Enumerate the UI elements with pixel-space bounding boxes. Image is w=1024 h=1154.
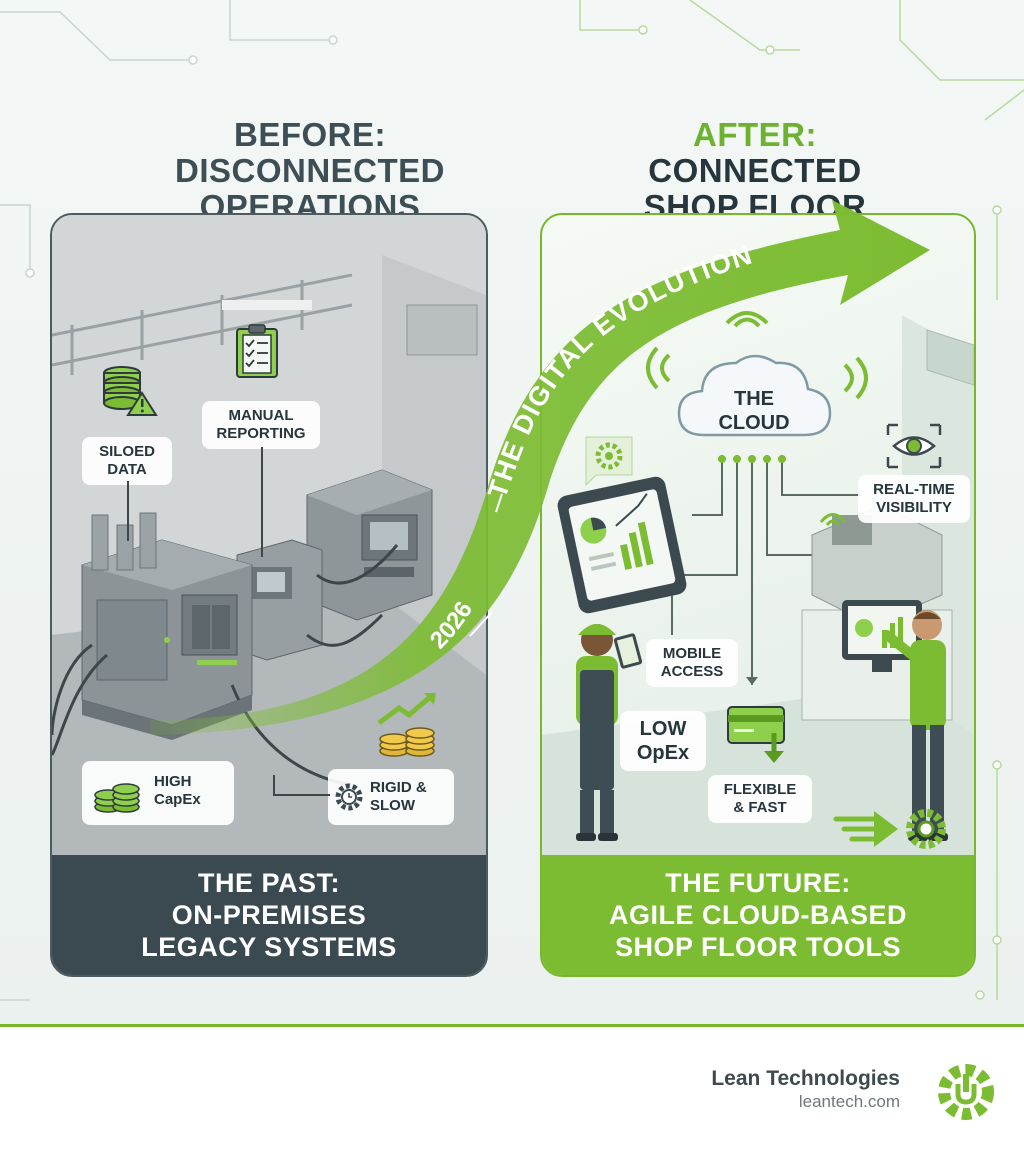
cloud-label-line1: THE xyxy=(734,388,774,410)
siloed-data-label: SILOED DATA xyxy=(82,437,172,485)
coins-growth-icon xyxy=(377,693,436,757)
flexible-line1: FLEXIBLE xyxy=(723,781,797,798)
after-kicker: AFTER: xyxy=(693,116,817,153)
gear-clock-icon xyxy=(335,783,363,811)
after-title-line1: CONNECTED xyxy=(648,152,862,189)
brand-logo-icon xyxy=(938,1064,994,1120)
future-footer-line3: SHOP FLOOR TOOLS xyxy=(614,932,902,962)
mobile-line2: ACCESS xyxy=(660,663,724,680)
high-capex-line1: HIGH xyxy=(154,773,192,790)
rigid-slow-card: RIGID & SLOW xyxy=(328,769,454,825)
gear-bubble-icon xyxy=(585,436,633,487)
realtime-line1: REAL-TIME xyxy=(873,481,955,498)
future-footer-line1: THE FUTURE: xyxy=(665,868,851,898)
footer-divider xyxy=(0,1024,1024,1027)
page-footer xyxy=(0,1027,1024,1154)
signal-left-icon xyxy=(646,346,671,390)
green-coins-icon xyxy=(94,783,140,813)
low-opex-label: LOW OpEx xyxy=(620,711,706,771)
past-footer-line2: ON-PREMISES xyxy=(171,900,367,930)
cloud-label: THE CLOUD xyxy=(692,387,816,435)
database-warning-icon xyxy=(103,366,158,416)
future-footer-line2: AGILE CLOUD-BASED xyxy=(609,900,907,930)
fast-gear-icon xyxy=(833,809,946,849)
flexible-line2: & FAST xyxy=(733,799,787,816)
rigid-slow-connector xyxy=(273,775,330,796)
mobile-access-label: MOBILE ACCESS xyxy=(646,639,738,687)
past-footer-line1: THE PAST: xyxy=(197,868,340,898)
manual-reporting-label: MANUAL REPORTING xyxy=(202,401,320,449)
future-panel: THE CLOUD REAL-TIME VISIBILITY MOBILE AC… xyxy=(540,213,976,977)
high-capex-text: HIGH CapEx xyxy=(154,773,201,809)
cloud-label-line2: CLOUD xyxy=(718,412,790,434)
past-panel: SILOED DATA MANUAL REPORTING xyxy=(50,213,488,977)
svg-text:THE DIGITAL EVOLUTION: THE DIGITAL EVOLUTION xyxy=(482,239,756,501)
wifi-icon xyxy=(725,311,769,328)
credit-card-down-icon xyxy=(727,706,785,763)
low-opex-line1: LOW xyxy=(639,718,687,740)
brand-name: Lean Technologies xyxy=(711,1067,900,1090)
manual-reporting-connector xyxy=(261,447,263,557)
rigid-slow-line2: SLOW xyxy=(370,797,415,814)
before-kicker: BEFORE: xyxy=(234,116,386,153)
arrow-text: THE DIGITAL EVOLUTION xyxy=(482,239,755,501)
signal-small-icon xyxy=(819,513,847,526)
past-footer-line3: LEGACY SYSTEMS xyxy=(141,932,397,962)
eye-icon xyxy=(886,423,942,469)
high-capex-card: HIGH CapEx xyxy=(82,761,234,825)
realtime-visibility-label: REAL-TIME VISIBILITY xyxy=(858,475,970,523)
high-capex-line2: CapEx xyxy=(154,791,201,808)
low-opex-line2: OpEx xyxy=(636,742,690,764)
clipboard-checklist-icon xyxy=(236,324,278,378)
future-footer: THE FUTURE: AGILE CLOUD-BASED SHOP FLOOR… xyxy=(542,855,974,975)
rigid-slow-line1: RIGID & xyxy=(370,779,427,796)
realtime-line2: VISIBILITY xyxy=(876,499,952,516)
siloed-data-connector xyxy=(127,481,129,541)
flexible-fast-label: FLEXIBLE & FAST xyxy=(708,775,812,823)
rigid-slow-text: RIGID & SLOW xyxy=(370,779,427,815)
mobile-line1: MOBILE xyxy=(662,645,722,662)
signal-right-icon xyxy=(843,356,868,400)
cloud-icon xyxy=(677,354,832,437)
before-title-line1: DISCONNECTED xyxy=(174,152,446,189)
brand-url: leantech.com xyxy=(798,1092,900,1111)
past-footer: THE PAST: ON-PREMISES LEGACY SYSTEMS xyxy=(52,855,486,975)
